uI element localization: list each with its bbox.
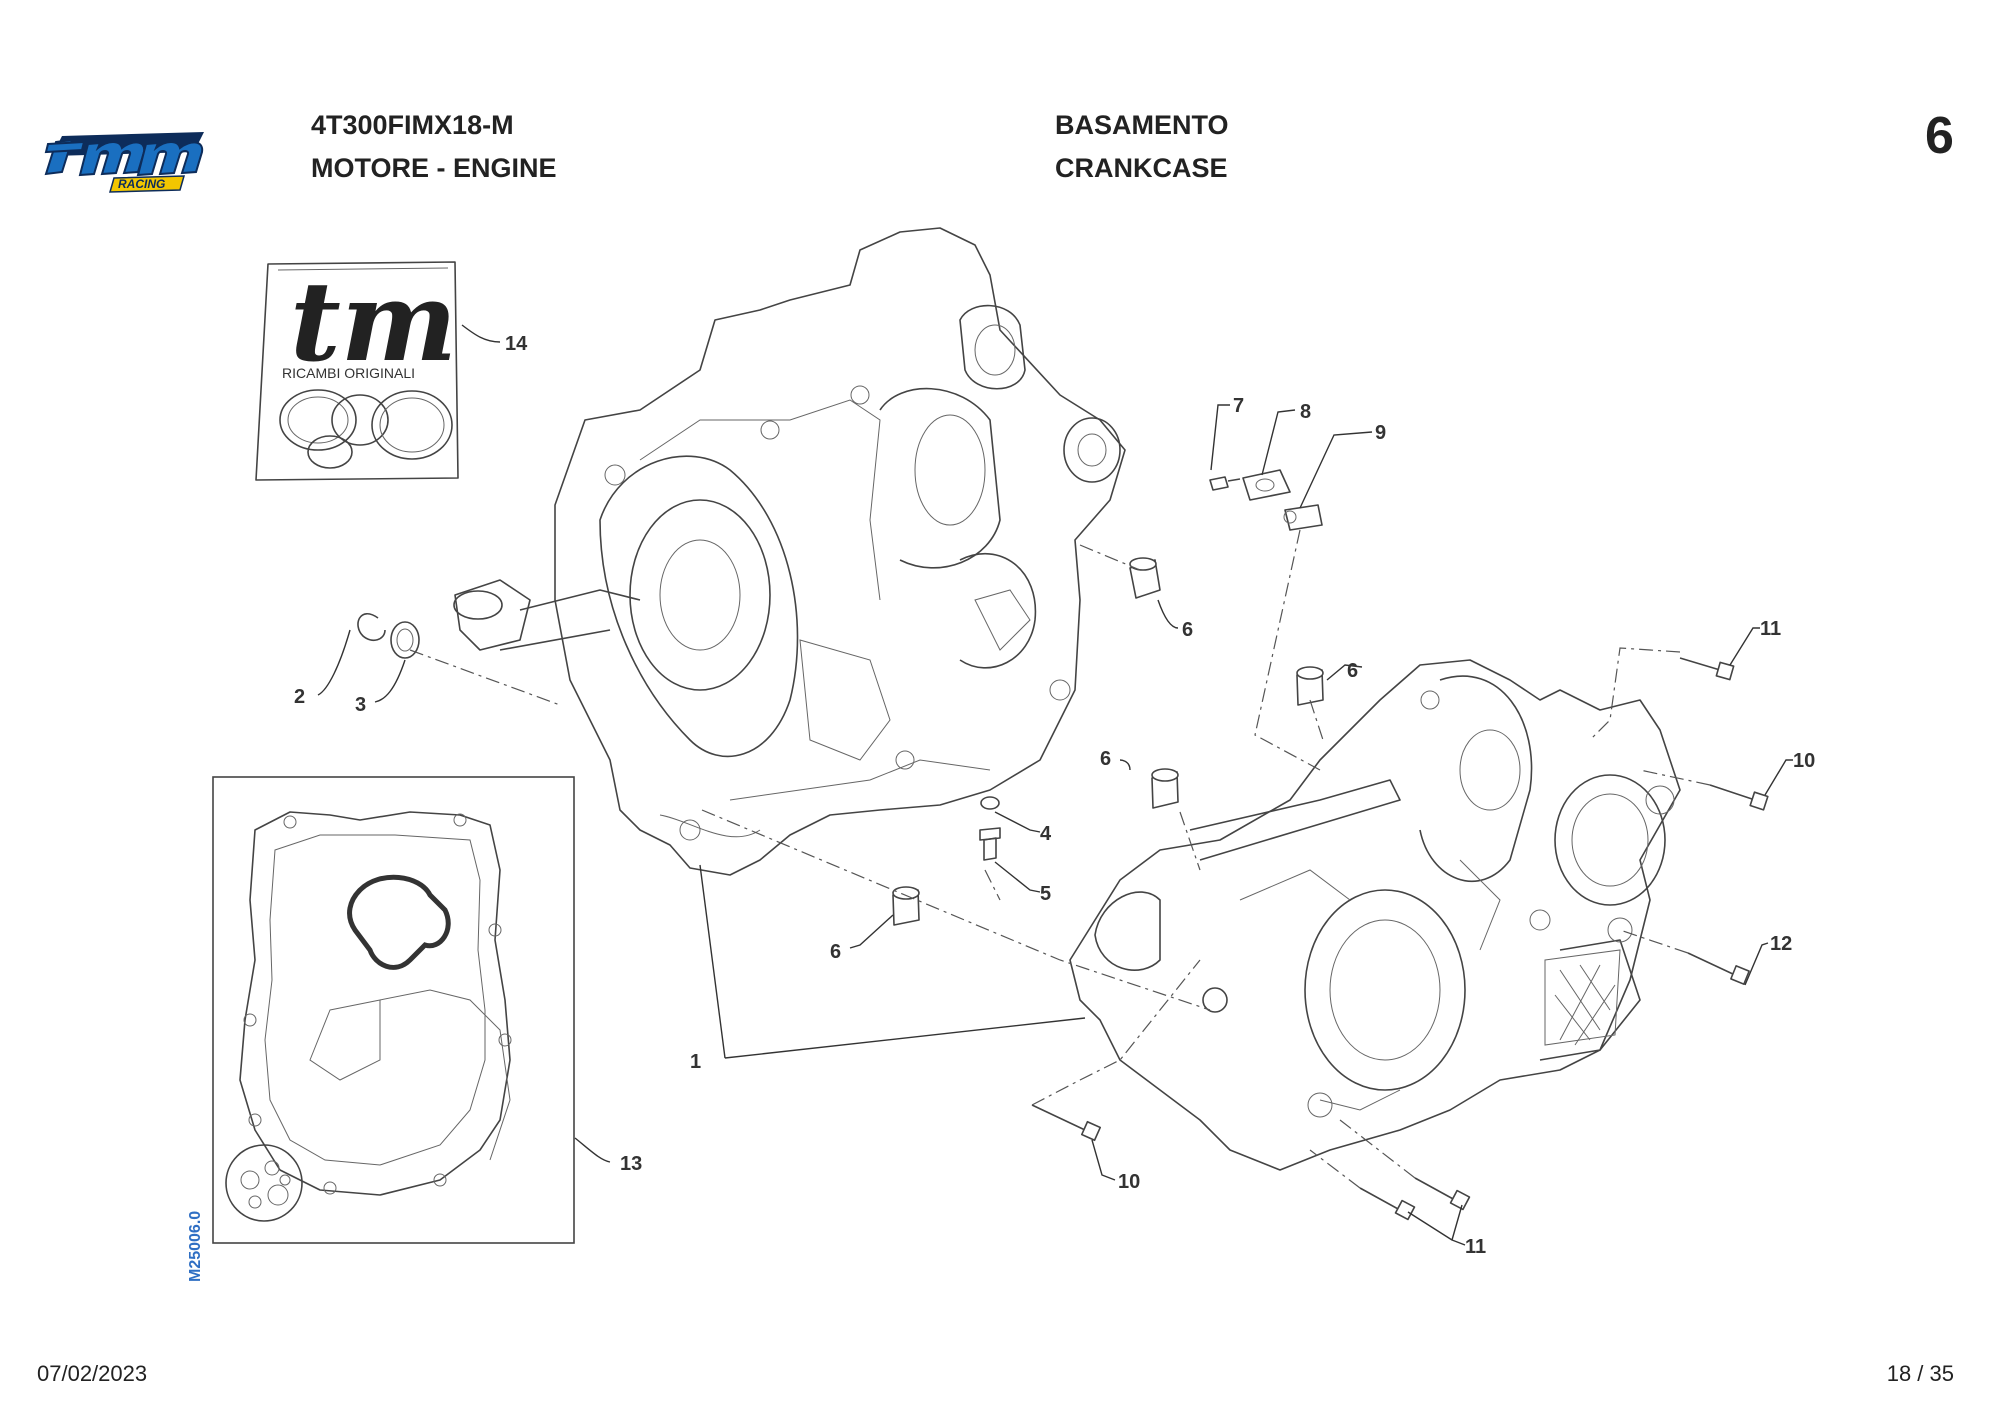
print-date: 07/02/2023 [37, 1361, 148, 1386]
callout-6d: 6 [830, 941, 841, 963]
group-name-english: CRANKCASE [1055, 153, 1228, 183]
callout-5: 5 [1040, 883, 1051, 905]
callout-13: 13 [620, 1153, 642, 1175]
section-title: MOTORE - ENGINE [311, 153, 557, 183]
callout-2: 2 [294, 686, 305, 708]
callout-4: 4 [1040, 823, 1052, 845]
model-code: 4T300FIMX18-M [311, 110, 514, 140]
callout-7: 7 [1233, 395, 1244, 417]
callouts: 14 7 8 9 6 2 3 11 6 10 6 4 5 6 12 1 13 [294, 324, 1815, 1258]
kit-label: RICAMBI ORIGINALI [282, 365, 415, 381]
tm-racing-logo: RACING [44, 132, 204, 193]
oil-seal [390, 621, 420, 659]
callout-6b: 6 [1347, 660, 1358, 682]
crankcase-right-half [1069, 659, 1681, 1171]
crankcase-left-half [453, 227, 1126, 876]
drawing-code: M25006.0 [187, 1211, 204, 1282]
seal-kit-package: tm RICAMBI ORIGINALI [255, 257, 459, 481]
callout-9: 9 [1375, 422, 1386, 444]
callout-10b: 10 [1118, 1171, 1140, 1193]
kit-brand-mark: tm [290, 257, 457, 386]
gasket-set: M25006.0 [187, 776, 575, 1282]
page-counter: 18 / 35 [1886, 1361, 1954, 1386]
logo-subtext: RACING [118, 177, 165, 191]
dowel-pins [892, 557, 1324, 926]
group-name-italian: BASAMENTO [1055, 110, 1229, 140]
callout-10: 10 [1793, 750, 1815, 772]
circlip [357, 612, 386, 642]
assembly-lines [409, 529, 1711, 1189]
callout-14: 14 [505, 333, 528, 355]
table-number: 6 [1925, 107, 1954, 165]
washer-and-drain-plug [979, 796, 1001, 861]
callout-1: 1 [690, 1051, 701, 1073]
callout-12: 12 [1770, 933, 1792, 955]
cover-plate-group [1209, 469, 1323, 531]
callout-6: 6 [1182, 619, 1193, 641]
callout-6c: 6 [1100, 748, 1111, 770]
callout-11: 11 [1760, 618, 1781, 640]
bolts [1031, 657, 1769, 1221]
callout-3: 3 [355, 694, 366, 716]
callout-8: 8 [1300, 401, 1311, 423]
callout-11b: 11 [1465, 1236, 1486, 1258]
